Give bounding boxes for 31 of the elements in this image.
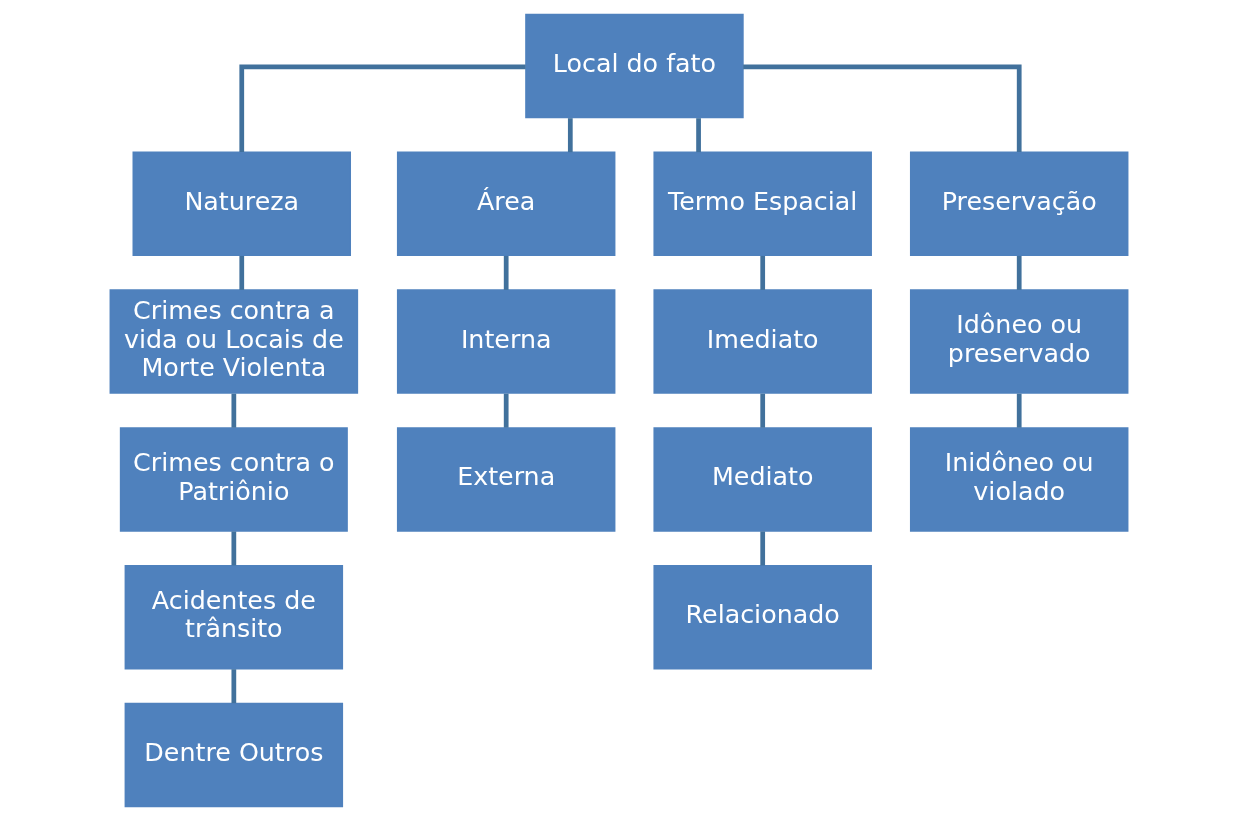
connector xyxy=(760,393,766,428)
connector xyxy=(231,669,237,704)
connector xyxy=(239,64,526,153)
connector xyxy=(1016,393,1022,428)
node-box: Acidentes de trânsito xyxy=(124,564,344,670)
node-box: Crimes contra a vida ou Locais de Morte Violenta xyxy=(109,289,359,394)
node-box: Preservação xyxy=(909,151,1129,257)
connector xyxy=(696,118,701,153)
connector xyxy=(1016,255,1022,290)
node-box: Idôneo ou preservado xyxy=(909,289,1129,394)
connector xyxy=(743,64,1022,153)
connector xyxy=(567,118,573,153)
node-box: Relacionado xyxy=(653,564,872,670)
connector xyxy=(239,255,245,290)
connector xyxy=(760,531,766,566)
node-box: Externa xyxy=(396,427,616,532)
node-box: Área xyxy=(396,151,616,257)
node-box: Natureza xyxy=(132,151,351,257)
node-box: Local do fato xyxy=(525,13,744,119)
node-box: Termo Espacial xyxy=(653,151,872,257)
node-box: Inidôneo ou violado xyxy=(909,427,1129,532)
connector xyxy=(231,531,237,566)
connector xyxy=(503,393,509,428)
node-box: Interna xyxy=(396,289,616,394)
node-box: Mediato xyxy=(653,427,872,532)
connector xyxy=(760,255,766,290)
connector xyxy=(503,255,509,290)
node-box: Crimes contra o Patriônio xyxy=(119,427,348,532)
connector xyxy=(231,393,237,428)
node-box: Imediato xyxy=(653,289,872,394)
node-box: Dentre Outros xyxy=(124,702,344,808)
